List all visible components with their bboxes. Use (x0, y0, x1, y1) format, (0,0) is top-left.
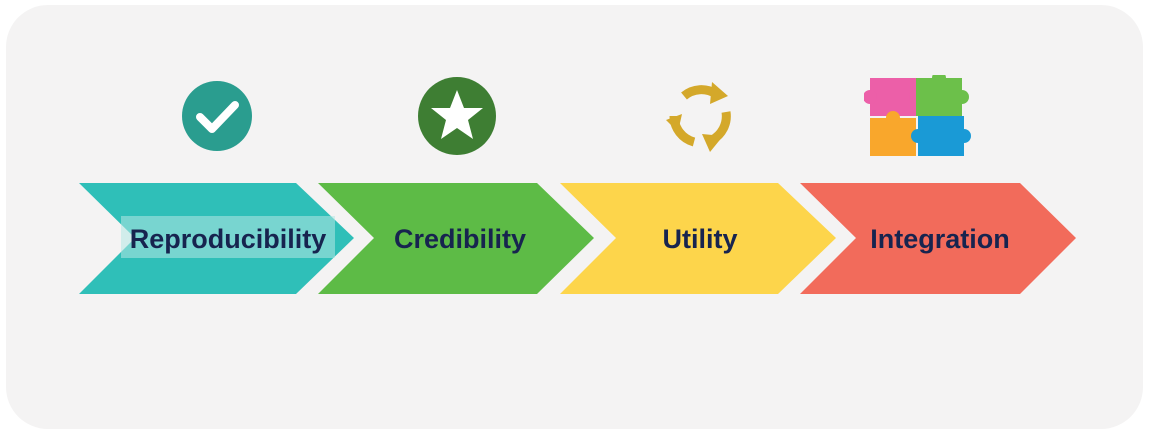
step-label-reproducibility: Reproducibility (129, 224, 327, 254)
checkmark-icon (182, 81, 252, 151)
chevron-utility (560, 183, 836, 294)
step-label-utility: Utility (662, 224, 738, 254)
label-highlight (121, 216, 335, 258)
step-label-credibility: Credibility (393, 224, 527, 254)
cycle-arrows-icon (666, 82, 731, 152)
step-label-integration: Integration (870, 224, 1010, 254)
star-icon (418, 77, 496, 155)
puzzle-pieces-icon (864, 75, 971, 156)
chevron-integration (800, 183, 1076, 294)
chevron-credibility (318, 183, 594, 294)
